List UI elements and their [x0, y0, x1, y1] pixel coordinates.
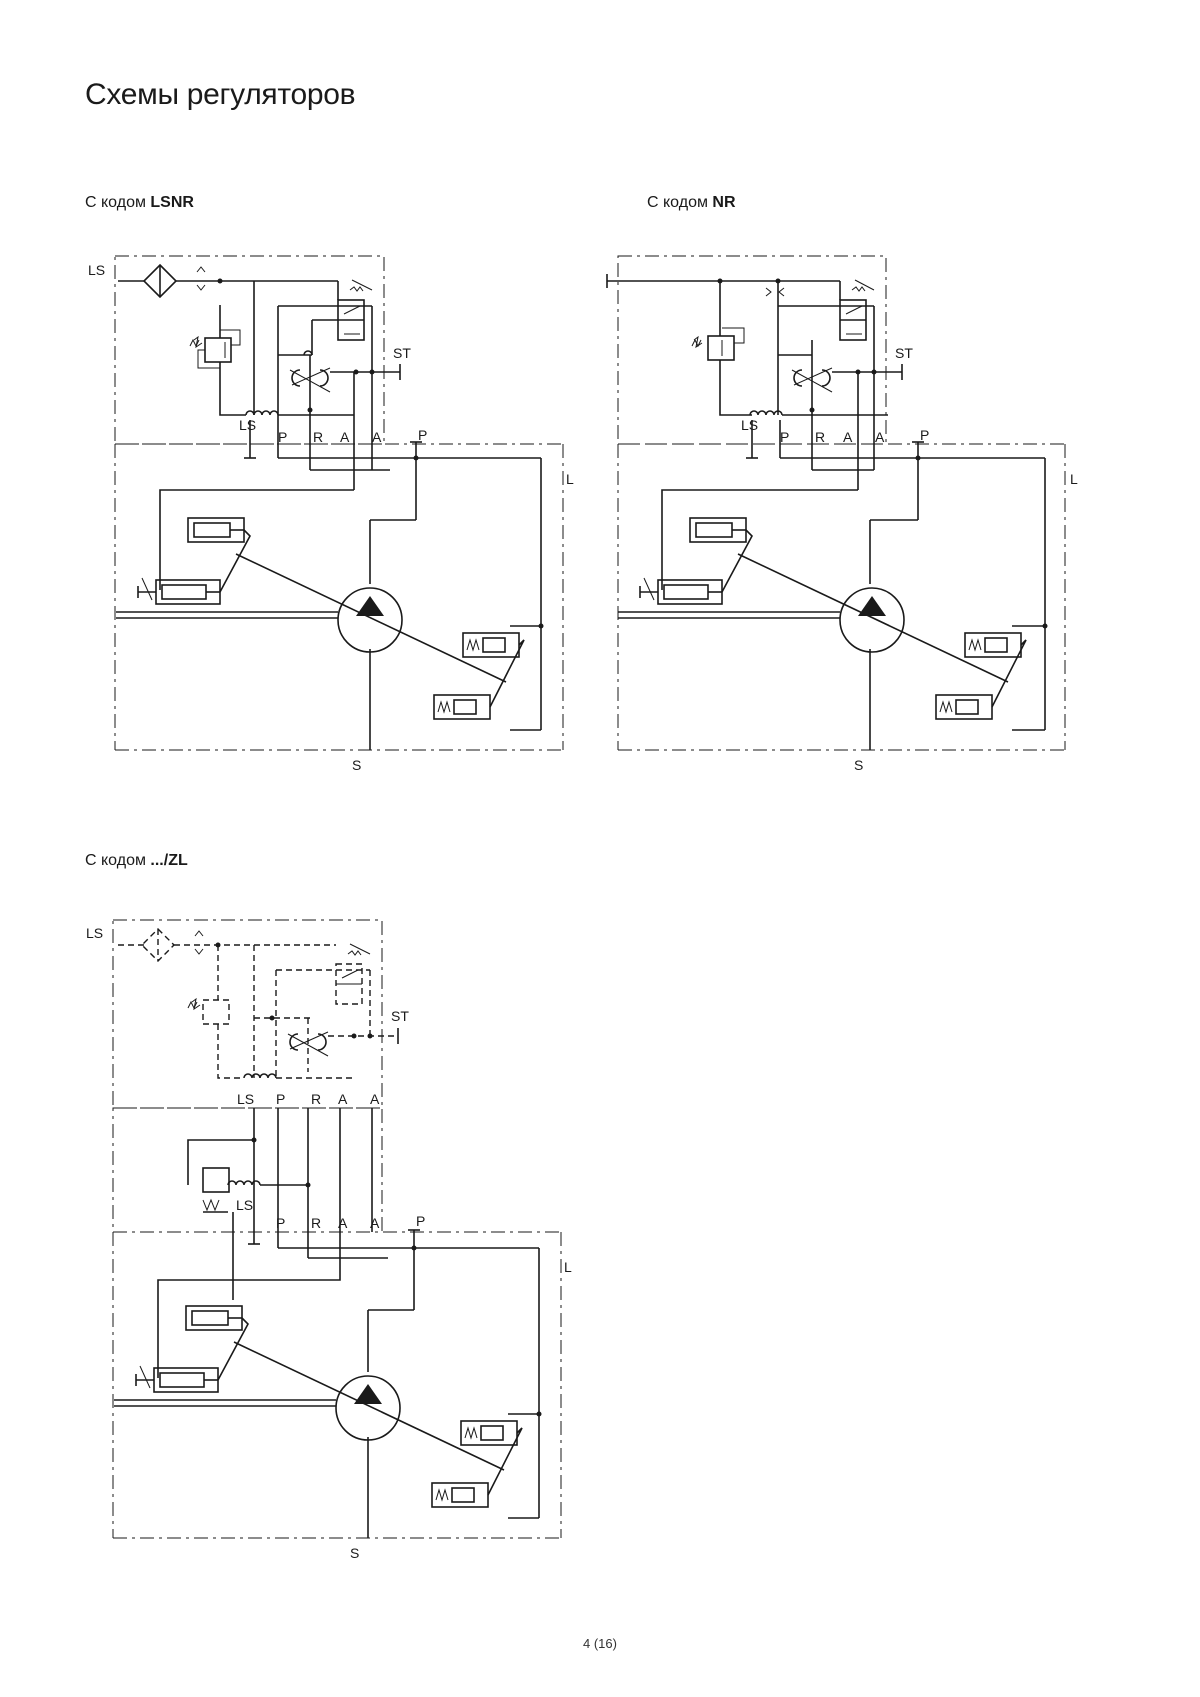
label-p-main: P	[418, 427, 427, 443]
label-a-port: A	[338, 1091, 348, 1107]
label-a-port: A	[372, 429, 382, 445]
label-ls-port-2: LS	[236, 1197, 253, 1213]
label-ls-port: LS	[741, 417, 758, 433]
page-title: Схемы регуляторов	[85, 78, 356, 111]
caption-code: NR	[712, 194, 736, 211]
caption-prefix: С кодом	[85, 194, 151, 211]
label-ls: LS	[88, 262, 105, 278]
label-p-port: P	[278, 429, 287, 445]
caption-lsnr: С кодом LSNR	[85, 194, 194, 212]
label-l: L	[564, 1259, 572, 1275]
label-a-port-2: A	[370, 1215, 380, 1231]
label-st: ST	[393, 345, 411, 361]
label-ls: LS	[86, 925, 103, 941]
caption-nr: С кодом NR	[647, 194, 736, 212]
label-r-port: R	[313, 429, 323, 445]
label-ls-port: LS	[239, 417, 256, 433]
label-p-main: P	[416, 1213, 425, 1229]
caption-code: LSNR	[150, 194, 194, 211]
label-ls-port: LS	[237, 1091, 254, 1107]
label-a-port: A	[843, 429, 853, 445]
label-p-port: P	[276, 1091, 285, 1107]
diagram-nr: ST LS P R A A P L S	[606, 255, 1078, 773]
caption-prefix: С кодом	[85, 852, 151, 869]
label-p-main: P	[920, 427, 929, 443]
label-a-port: A	[340, 429, 350, 445]
label-st: ST	[391, 1008, 409, 1024]
label-s: S	[352, 757, 361, 773]
diagram-lsnr: LS ST LS P R A A P L S	[88, 255, 574, 773]
label-p-port: P	[780, 429, 789, 445]
label-s: S	[854, 757, 863, 773]
caption-prefix: С кодом	[647, 194, 713, 211]
label-r-port: R	[815, 429, 825, 445]
label-r-port: R	[311, 1091, 321, 1107]
label-a-port: A	[875, 429, 885, 445]
label-l: L	[1070, 471, 1078, 487]
label-s: S	[350, 1545, 359, 1561]
label-a-port: A	[370, 1091, 380, 1107]
caption-zl: С кодом .../ZL	[85, 852, 188, 870]
page-number: 4 (16)	[583, 1636, 617, 1651]
label-st: ST	[895, 345, 913, 361]
label-r-port-2: R	[311, 1215, 321, 1231]
caption-code: .../ZL	[150, 852, 188, 869]
label-l: L	[566, 471, 574, 487]
diagram-zl: LS ST LS P R A A LS P R A A P L S	[86, 919, 572, 1561]
label-a-port-2: A	[338, 1215, 348, 1231]
label-p-port-2: P	[276, 1215, 285, 1231]
